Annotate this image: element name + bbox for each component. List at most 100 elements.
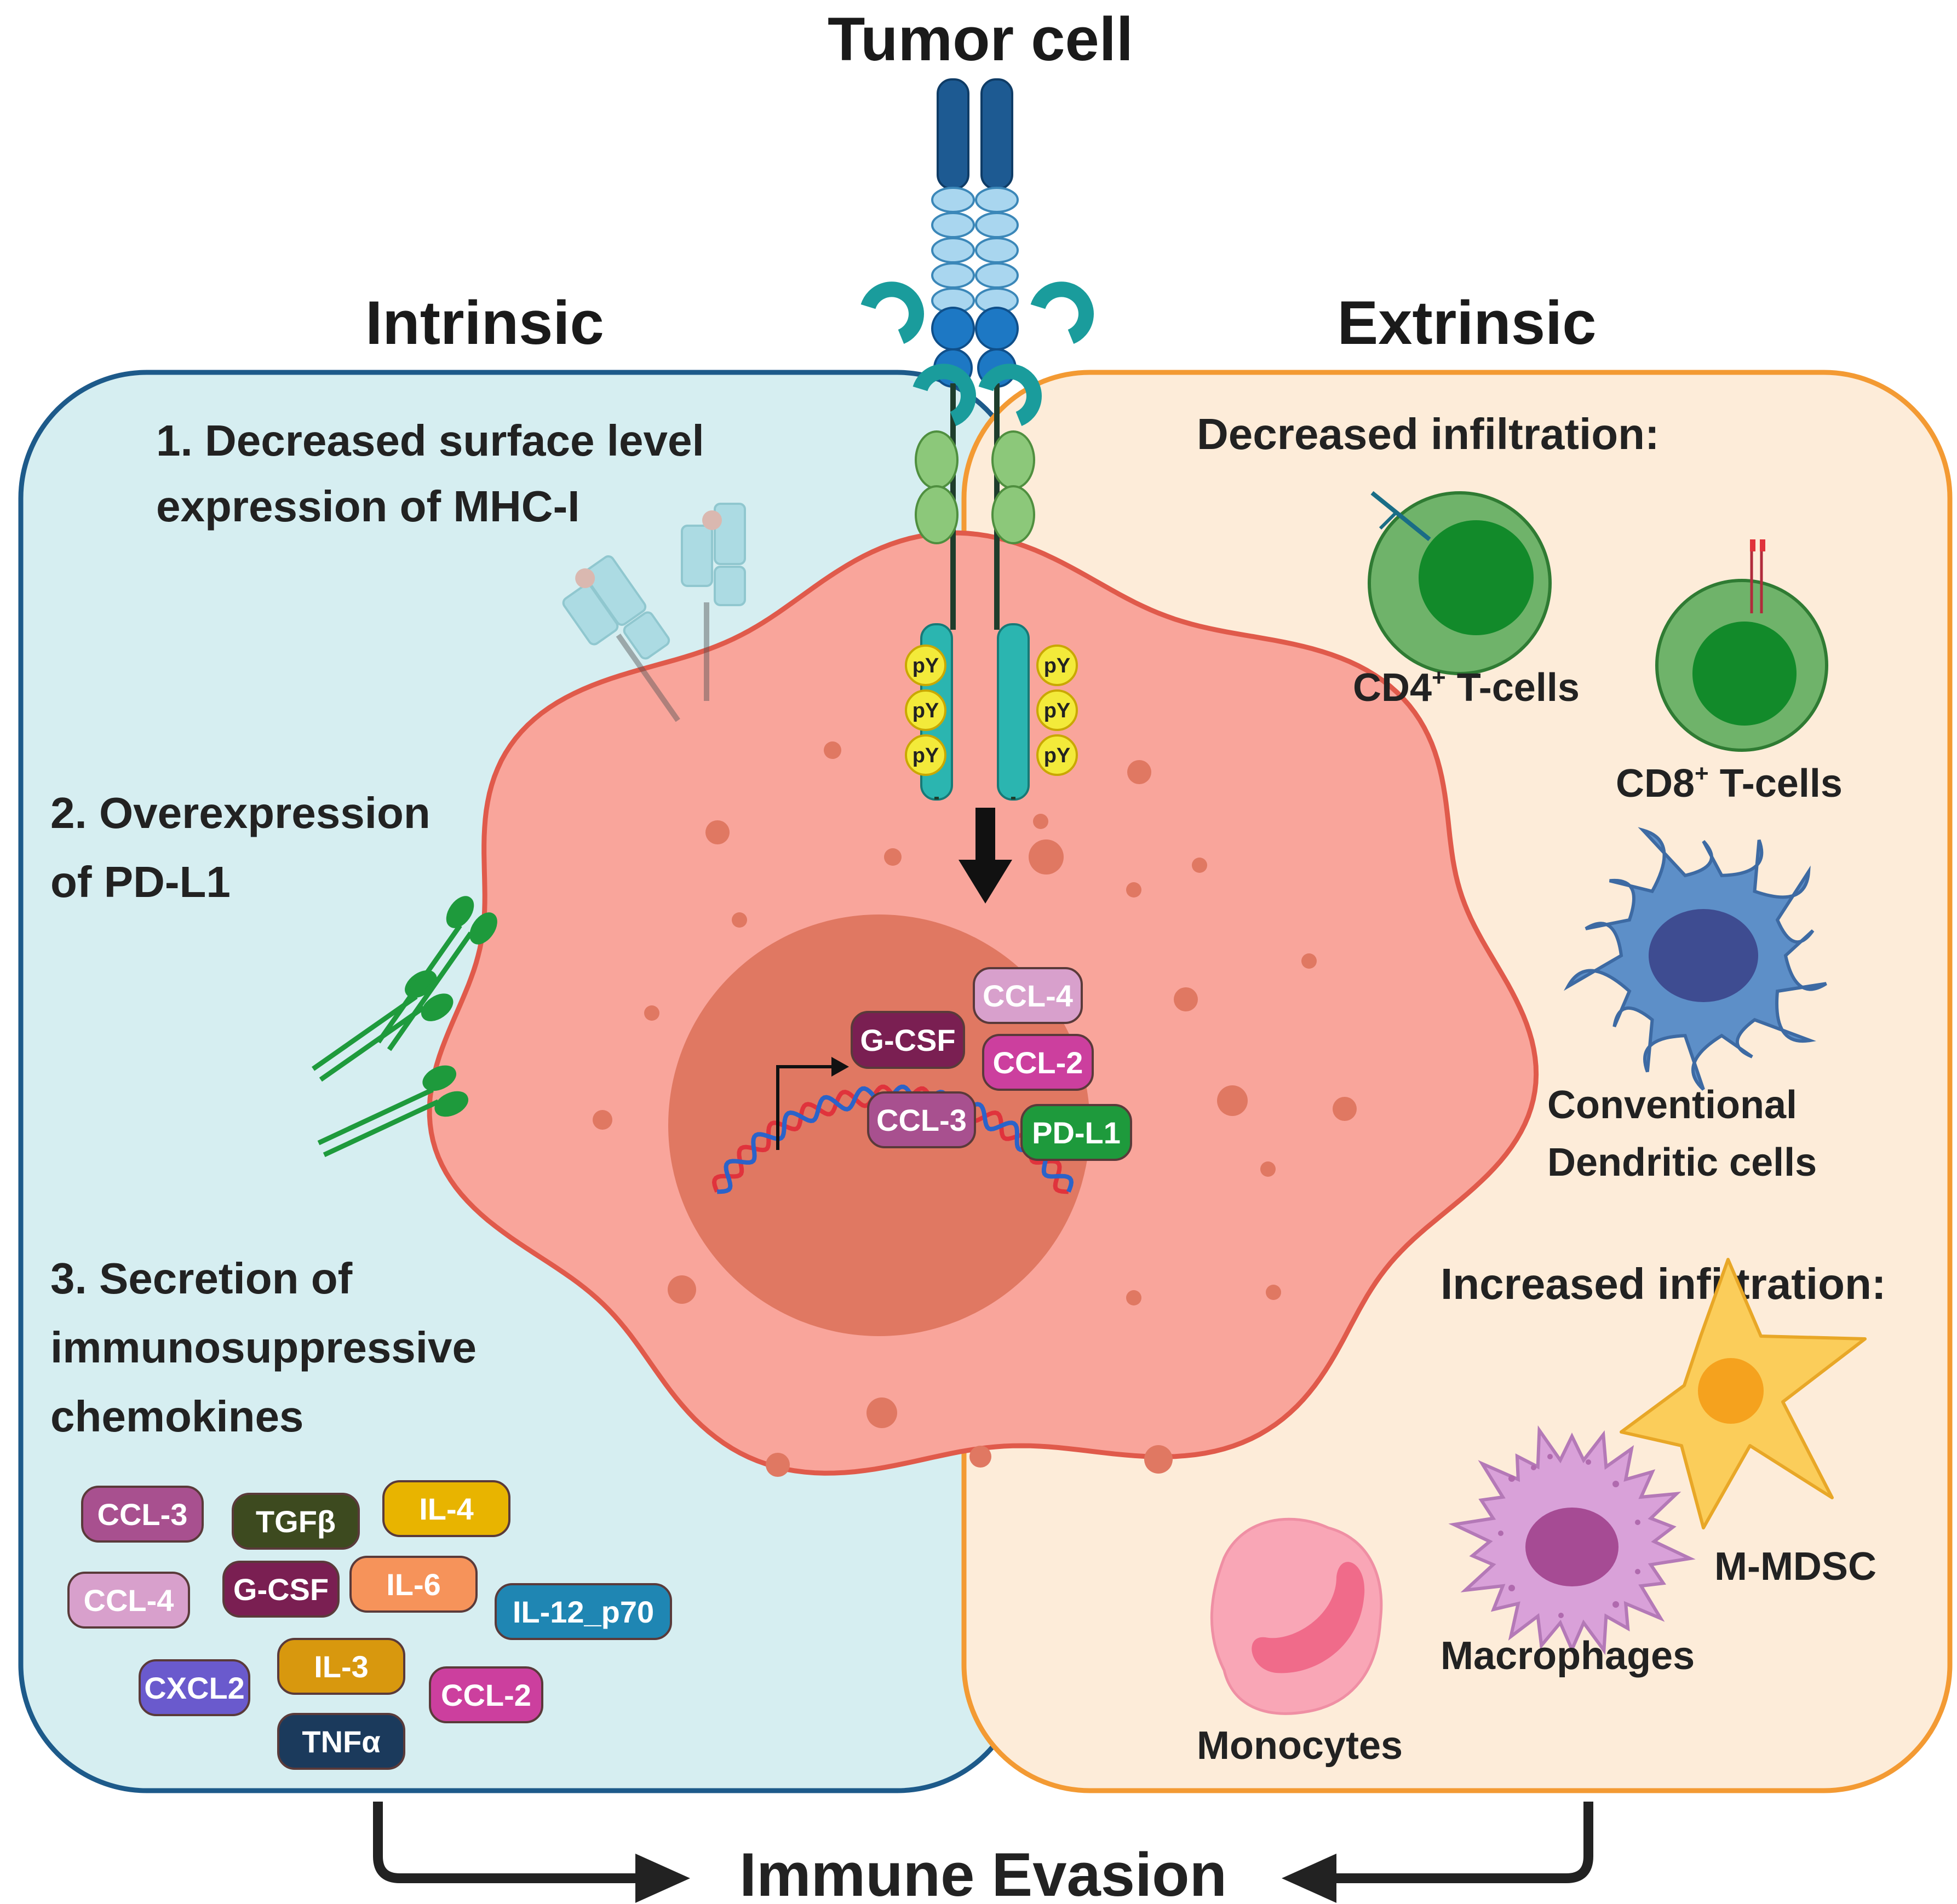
pill-ccl-4: CCL-4 (67, 1572, 190, 1629)
pill-label: PD-L1 (1032, 1115, 1121, 1150)
cd8-t-cell-icon (1655, 539, 1828, 752)
diagram-title: Tumor cell (828, 5, 1133, 73)
pill-g-csf: G-CSF (851, 1011, 965, 1069)
extrinsic-heading: Extrinsic (1337, 289, 1596, 357)
pill-label: CCL-4 (84, 1583, 174, 1618)
intrinsic-item-3-line-1: 3. Secretion of (50, 1254, 353, 1303)
pill-label: TGFβ (256, 1504, 336, 1539)
m-mdsc-label: M-MDSC (1714, 1545, 1876, 1589)
pill-label: IL-12_p70 (513, 1595, 654, 1629)
ligand-arm (912, 364, 976, 426)
intrinsic-item-2-line-2: of PD-L1 (50, 858, 231, 906)
receptor-extracellular-domain (991, 485, 1035, 544)
pill-il-3: IL-3 (277, 1638, 405, 1695)
intrinsic-arrowhead-icon (635, 1854, 690, 1903)
receptor-domain (975, 307, 1019, 350)
ligand-arm (978, 364, 1042, 426)
receptor-extracellular-domain (915, 485, 959, 544)
pill-ccl-4: CCL-4 (973, 967, 1083, 1024)
signal-down-arrow-icon (959, 808, 1012, 904)
increased-infiltration-heading: Increased infiltration: (1441, 1259, 1886, 1308)
receptor-ig-domain (931, 187, 975, 213)
cd4-label: CD4+ T-cells (1353, 664, 1580, 710)
extrinsic-arrowhead-icon (1282, 1854, 1336, 1903)
transcription-arrow-icon (776, 1065, 837, 1150)
pill-label: CCL-2 (441, 1678, 531, 1712)
phosphotyrosine-icon (1036, 689, 1078, 731)
pill-label: TNFα (302, 1724, 380, 1759)
pill-label: IL-6 (386, 1567, 441, 1602)
transcription-arrowhead-icon (831, 1057, 849, 1077)
receptor-ig-domain (975, 187, 1019, 213)
macrophages-label: Macrophages (1441, 1634, 1695, 1678)
receptor-stalk (937, 78, 969, 190)
receptor-extracellular-domain (991, 430, 1035, 490)
ligand-arm (1030, 281, 1094, 344)
receptor-ig-domain (931, 237, 975, 263)
intrinsic-to-evasion-arrow-icon (373, 1802, 646, 1883)
pill-g-csf: G-CSF (222, 1561, 340, 1618)
receptor-kinase-domain (997, 623, 1030, 801)
dendritic-cell-icon (1564, 827, 1827, 1091)
pill-ccl-3: CCL-3 (867, 1091, 976, 1148)
intrinsic-item-2-line-1: 2. Overexpression (50, 789, 431, 837)
phosphotyrosine-icon (1036, 645, 1078, 686)
pill-label: IL-4 (419, 1492, 474, 1526)
mhc-i-molecule-icon (562, 503, 746, 722)
phosphotyrosine-label: pY (1044, 654, 1071, 677)
m-mdsc-icon (1620, 1258, 1867, 1529)
pill-label: IL-3 (314, 1649, 369, 1684)
intrinsic-item-1-line-1: 1. Decreased surface level (156, 416, 704, 465)
receptor-ig-domain (975, 262, 1019, 289)
monocyte-icon (1210, 1517, 1383, 1715)
cd4-t-cell-icon (1368, 491, 1552, 675)
phosphotyrosine-label: pY (912, 654, 939, 677)
pill-label: CCL-3 (876, 1103, 967, 1137)
dendritic-label-line-2: Dendritic cells (1547, 1141, 1817, 1184)
pill-ccl-2: CCL-2 (429, 1666, 543, 1723)
monocytes-label: Monocytes (1197, 1724, 1403, 1768)
phosphotyrosine-icon (905, 689, 946, 731)
receptor-dimer: pY pY pY pY pY pY (860, 78, 1094, 801)
phosphotyrosine-icon (1036, 734, 1078, 776)
phosphotyrosine-icon (905, 645, 946, 686)
pill-ccl-2: CCL-2 (982, 1034, 1094, 1091)
pill-label: CCL-4 (983, 979, 1073, 1013)
pill-label: G-CSF (233, 1572, 329, 1607)
cd8-label: CD8+ T-cells (1616, 760, 1843, 806)
phosphotyrosine-label: pY (912, 699, 939, 722)
receptor-ig-domain (931, 262, 975, 289)
pill-label: G-CSF (860, 1023, 955, 1057)
pd-l1-molecule-icon (312, 896, 497, 1158)
decreased-infiltration-heading: Decreased infiltration: (1197, 410, 1660, 458)
receptor-ig-domain (975, 237, 1019, 263)
pill-il-6: IL-6 (349, 1556, 478, 1613)
pill-pd-l1: PD-L1 (1020, 1104, 1132, 1161)
pill-cxcl2: CXCL2 (139, 1659, 250, 1716)
pill-label: CXCL2 (144, 1671, 245, 1705)
pill-ccl-3: CCL-3 (81, 1486, 204, 1543)
intrinsic-item-3-line-3: chemokines (50, 1392, 303, 1441)
intrinsic-heading: Intrinsic (365, 289, 604, 357)
phosphotyrosine-label: pY (912, 744, 939, 767)
receptor-ig-domain (975, 212, 1019, 238)
receptor-domain (931, 307, 975, 350)
receptor-stalk (980, 78, 1013, 190)
receptor-ig-domain (931, 212, 975, 238)
immune-evasion-label: Immune Evasion (739, 1840, 1227, 1904)
phosphotyrosine-icon (905, 734, 946, 776)
receptor-extracellular-domain (915, 430, 959, 490)
phosphotyrosine-label: pY (1044, 699, 1071, 722)
ligand-arm (860, 281, 924, 344)
intrinsic-item-1-line-2: expression of MHC-I (156, 482, 579, 531)
pill-tgf-: TGFβ (232, 1493, 360, 1550)
pill-label: CCL-2 (993, 1045, 1083, 1080)
extrinsic-to-evasion-arrow-icon (1325, 1802, 1593, 1883)
pill-il-4: IL-4 (382, 1480, 510, 1537)
macrophage-icon (1448, 1425, 1696, 1655)
pill-label: CCL-3 (97, 1497, 188, 1532)
phosphotyrosine-label: pY (1044, 744, 1071, 767)
